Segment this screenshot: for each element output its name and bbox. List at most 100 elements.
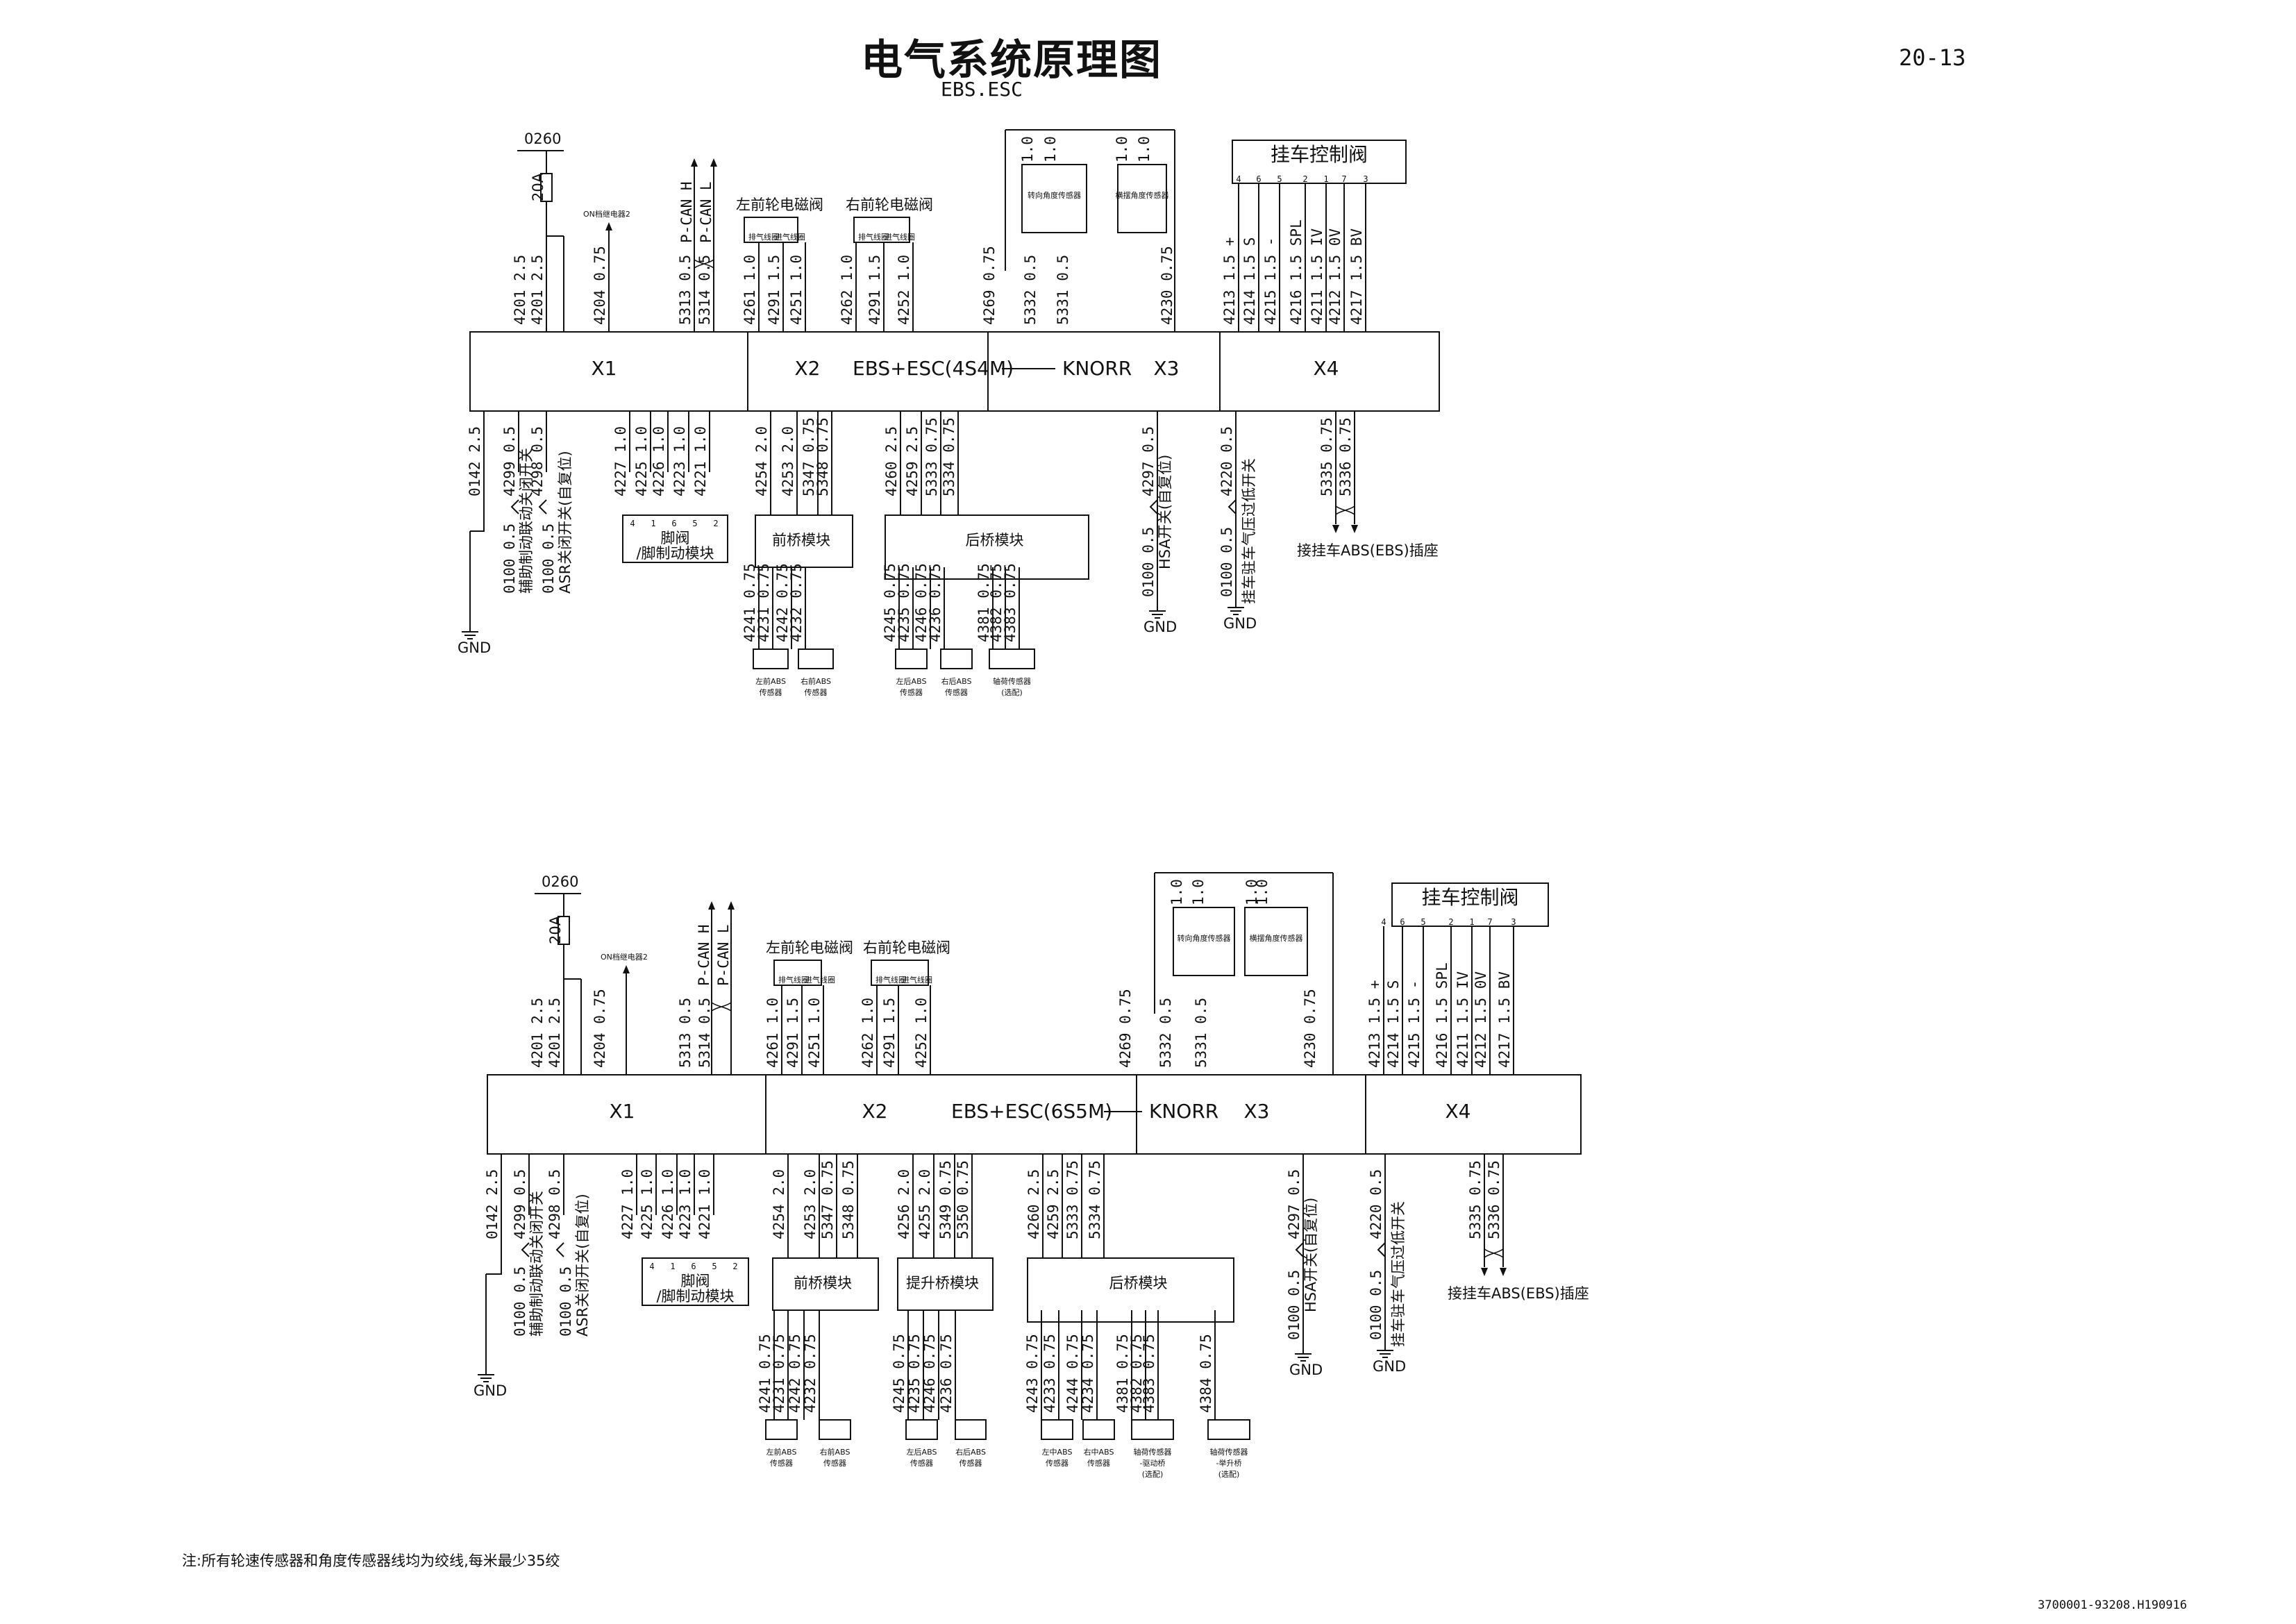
connector-x3: X3: [1154, 357, 1180, 380]
fuse-rating: 20A: [530, 172, 546, 201]
x1-wire-label: 4223 1.0: [677, 1169, 694, 1239]
abs-sensor-label: (选配): [1001, 688, 1023, 697]
yaw-sensor-label: 横摆角度传感器: [1116, 190, 1169, 200]
x1-wire-label: 4223 1.0: [671, 426, 688, 496]
abs-sensor-label: 轴荷传感器: [1134, 1447, 1172, 1457]
top-wire-label: 4251 1.0: [788, 255, 805, 325]
rear-module-label: 后桥模块: [966, 532, 1024, 549]
front-module-wire-label: 4254 2.0: [771, 1169, 787, 1239]
sensor-wire-label: 1.0: [1190, 879, 1207, 905]
top-wire-label: 4201 2.5: [529, 998, 546, 1068]
can-h-label: P-CAN H: [678, 181, 695, 243]
sensor-wire-label: 4242 0.75: [787, 1334, 803, 1413]
abs-sensor-label: 轴荷传感器: [993, 676, 1031, 686]
asr-switch-label: ASR关闭开关(自复位): [557, 451, 573, 594]
switch-icon: [521, 1242, 530, 1257]
park-wire-label: 4220 0.5: [1218, 426, 1235, 496]
ecu-label: EBS+ESC(4S4M): [853, 357, 1014, 380]
arrow-up-icon: [605, 222, 612, 231]
abs-wire-label: 5335 0.75: [1318, 417, 1335, 496]
abs-sensor-label: 传感器: [823, 1459, 846, 1468]
abs-sensor-label: 右前ABS: [801, 676, 831, 686]
lift-module-wire-label: 5350 0.75: [955, 1160, 971, 1239]
trailer-pin: 7: [1487, 917, 1492, 927]
sensor-wire-label: 4246 0.75: [921, 1334, 938, 1413]
knorr-label: KNORR: [1062, 357, 1132, 380]
gnd-wire: [470, 472, 485, 532]
trailer-pin: 4: [1236, 174, 1241, 184]
gnd-wire-label: 0100 0.5: [512, 1266, 528, 1337]
arrow-up-icon: [710, 158, 717, 167]
connector-x2: X2: [795, 357, 821, 380]
sensor-wire-label: 4241 0.75: [741, 563, 758, 642]
sensor-wire-label: 4235 0.75: [896, 563, 912, 642]
abs-sensor-box: [819, 1419, 851, 1440]
abs-sensor-label: (选配): [1218, 1470, 1240, 1479]
trailer-abs-socket-label: 接挂车ABS(EBS)插座: [1448, 1285, 1589, 1302]
rear-module-wire-label: 5334 0.75: [941, 417, 957, 496]
abs-wire-label: 5336 0.75: [1486, 1160, 1502, 1239]
sensor-wire-label: 4236 0.75: [927, 563, 944, 642]
x1-wire-label: 4225 1.0: [633, 426, 650, 496]
arrow-down-icon: [1481, 1268, 1488, 1276]
steering-sensor-box: [1173, 907, 1235, 976]
front-module-label: 前桥模块: [772, 532, 830, 549]
hsa-wire-label: 4297 0.5: [1286, 1169, 1302, 1239]
gnd-wire-label: 0100 0.5: [1140, 527, 1157, 597]
gnd-wire: [486, 1215, 502, 1275]
steering-sensor-box: [1021, 164, 1087, 233]
steering-sensor-label: 转向角度传感器: [1028, 190, 1081, 200]
trailer-pin: 3: [1363, 174, 1368, 184]
top-wire-label: 4213 1.5 +: [1221, 237, 1238, 325]
page-title: 电气系统原理图: [861, 36, 1162, 85]
hsa-wire-label: 4297 0.5: [1140, 426, 1157, 496]
foot-pin: 4: [630, 519, 635, 528]
front-module-wire-label: 5348 0.75: [840, 1160, 857, 1239]
top-wire-label: 4217 1.5 BV: [1496, 971, 1513, 1068]
top-wire-label: 5331 0.5: [1055, 255, 1071, 325]
switch-icon: [1149, 499, 1158, 514]
foot-valve-label: /脚制动模块: [656, 1288, 734, 1305]
front-module-wire-label: 5348 0.75: [814, 417, 831, 496]
x1-wire-label: 4299 0.5: [512, 1169, 528, 1239]
abs-sensor-box: [955, 1419, 987, 1440]
fuse-source: 0260: [542, 873, 578, 890]
top-wire-label: 5332 0.5: [1157, 998, 1174, 1068]
fuse-source: 0260: [524, 131, 561, 147]
trailer-pin: 4: [1381, 917, 1386, 927]
right-valve-box: [853, 217, 910, 243]
gnd-label: GND: [474, 1382, 507, 1399]
abs-sensor-box: [753, 648, 789, 669]
top-wire-label: 4211 1.5 IV: [1309, 228, 1325, 325]
right-valve-coil-in: 进气线圈: [902, 975, 932, 985]
foot-pin: 6: [671, 519, 676, 528]
gnd-wire-label: 0100 0.5: [558, 1266, 574, 1337]
right-valve-label: 右前轮电磁阀: [863, 939, 950, 956]
sensor-wire-label: 4243 0.75: [1024, 1334, 1041, 1413]
trailer-pin: 6: [1400, 917, 1405, 927]
foot-pin: 5: [712, 1262, 717, 1271]
front-module-box: [755, 514, 853, 568]
top-wire-label: 4201 2.5: [529, 255, 546, 325]
abs-wire-label: 5336 0.75: [1337, 417, 1354, 496]
trailer-pin: 5: [1277, 174, 1282, 184]
trailer-pin: 1: [1323, 174, 1328, 184]
rear-module-wire-label: 5334 0.75: [1087, 1160, 1103, 1239]
lift-module-wire-label: 5349 0.75: [937, 1160, 954, 1239]
abs-sensor-label: 右前ABS: [820, 1447, 850, 1457]
gnd-wire-label: 0100 0.5: [540, 524, 557, 594]
right-valve-label: 右前轮电磁阀: [846, 196, 933, 213]
trailer-pin: 5: [1421, 917, 1425, 927]
top-wire-label: 4261 1.0: [764, 998, 781, 1068]
twisted-pair-icon: [1484, 1248, 1504, 1258]
arrow-down-icon: [1500, 1268, 1507, 1276]
sensor-wire-label: 1.0: [1114, 136, 1130, 162]
trailer-valve-box: [1391, 882, 1549, 927]
top-wire-label: 4291 1.5: [881, 998, 898, 1068]
connector-x1: X1: [592, 357, 617, 380]
foot-pin: 2: [732, 1262, 737, 1271]
sensor-wire-label: 4381 0.75: [1114, 1334, 1131, 1413]
front-module-wire-label: 5347 0.75: [801, 417, 817, 496]
sensor-wire-label: 1.0: [1243, 879, 1260, 905]
arrow-up-icon: [728, 901, 735, 910]
